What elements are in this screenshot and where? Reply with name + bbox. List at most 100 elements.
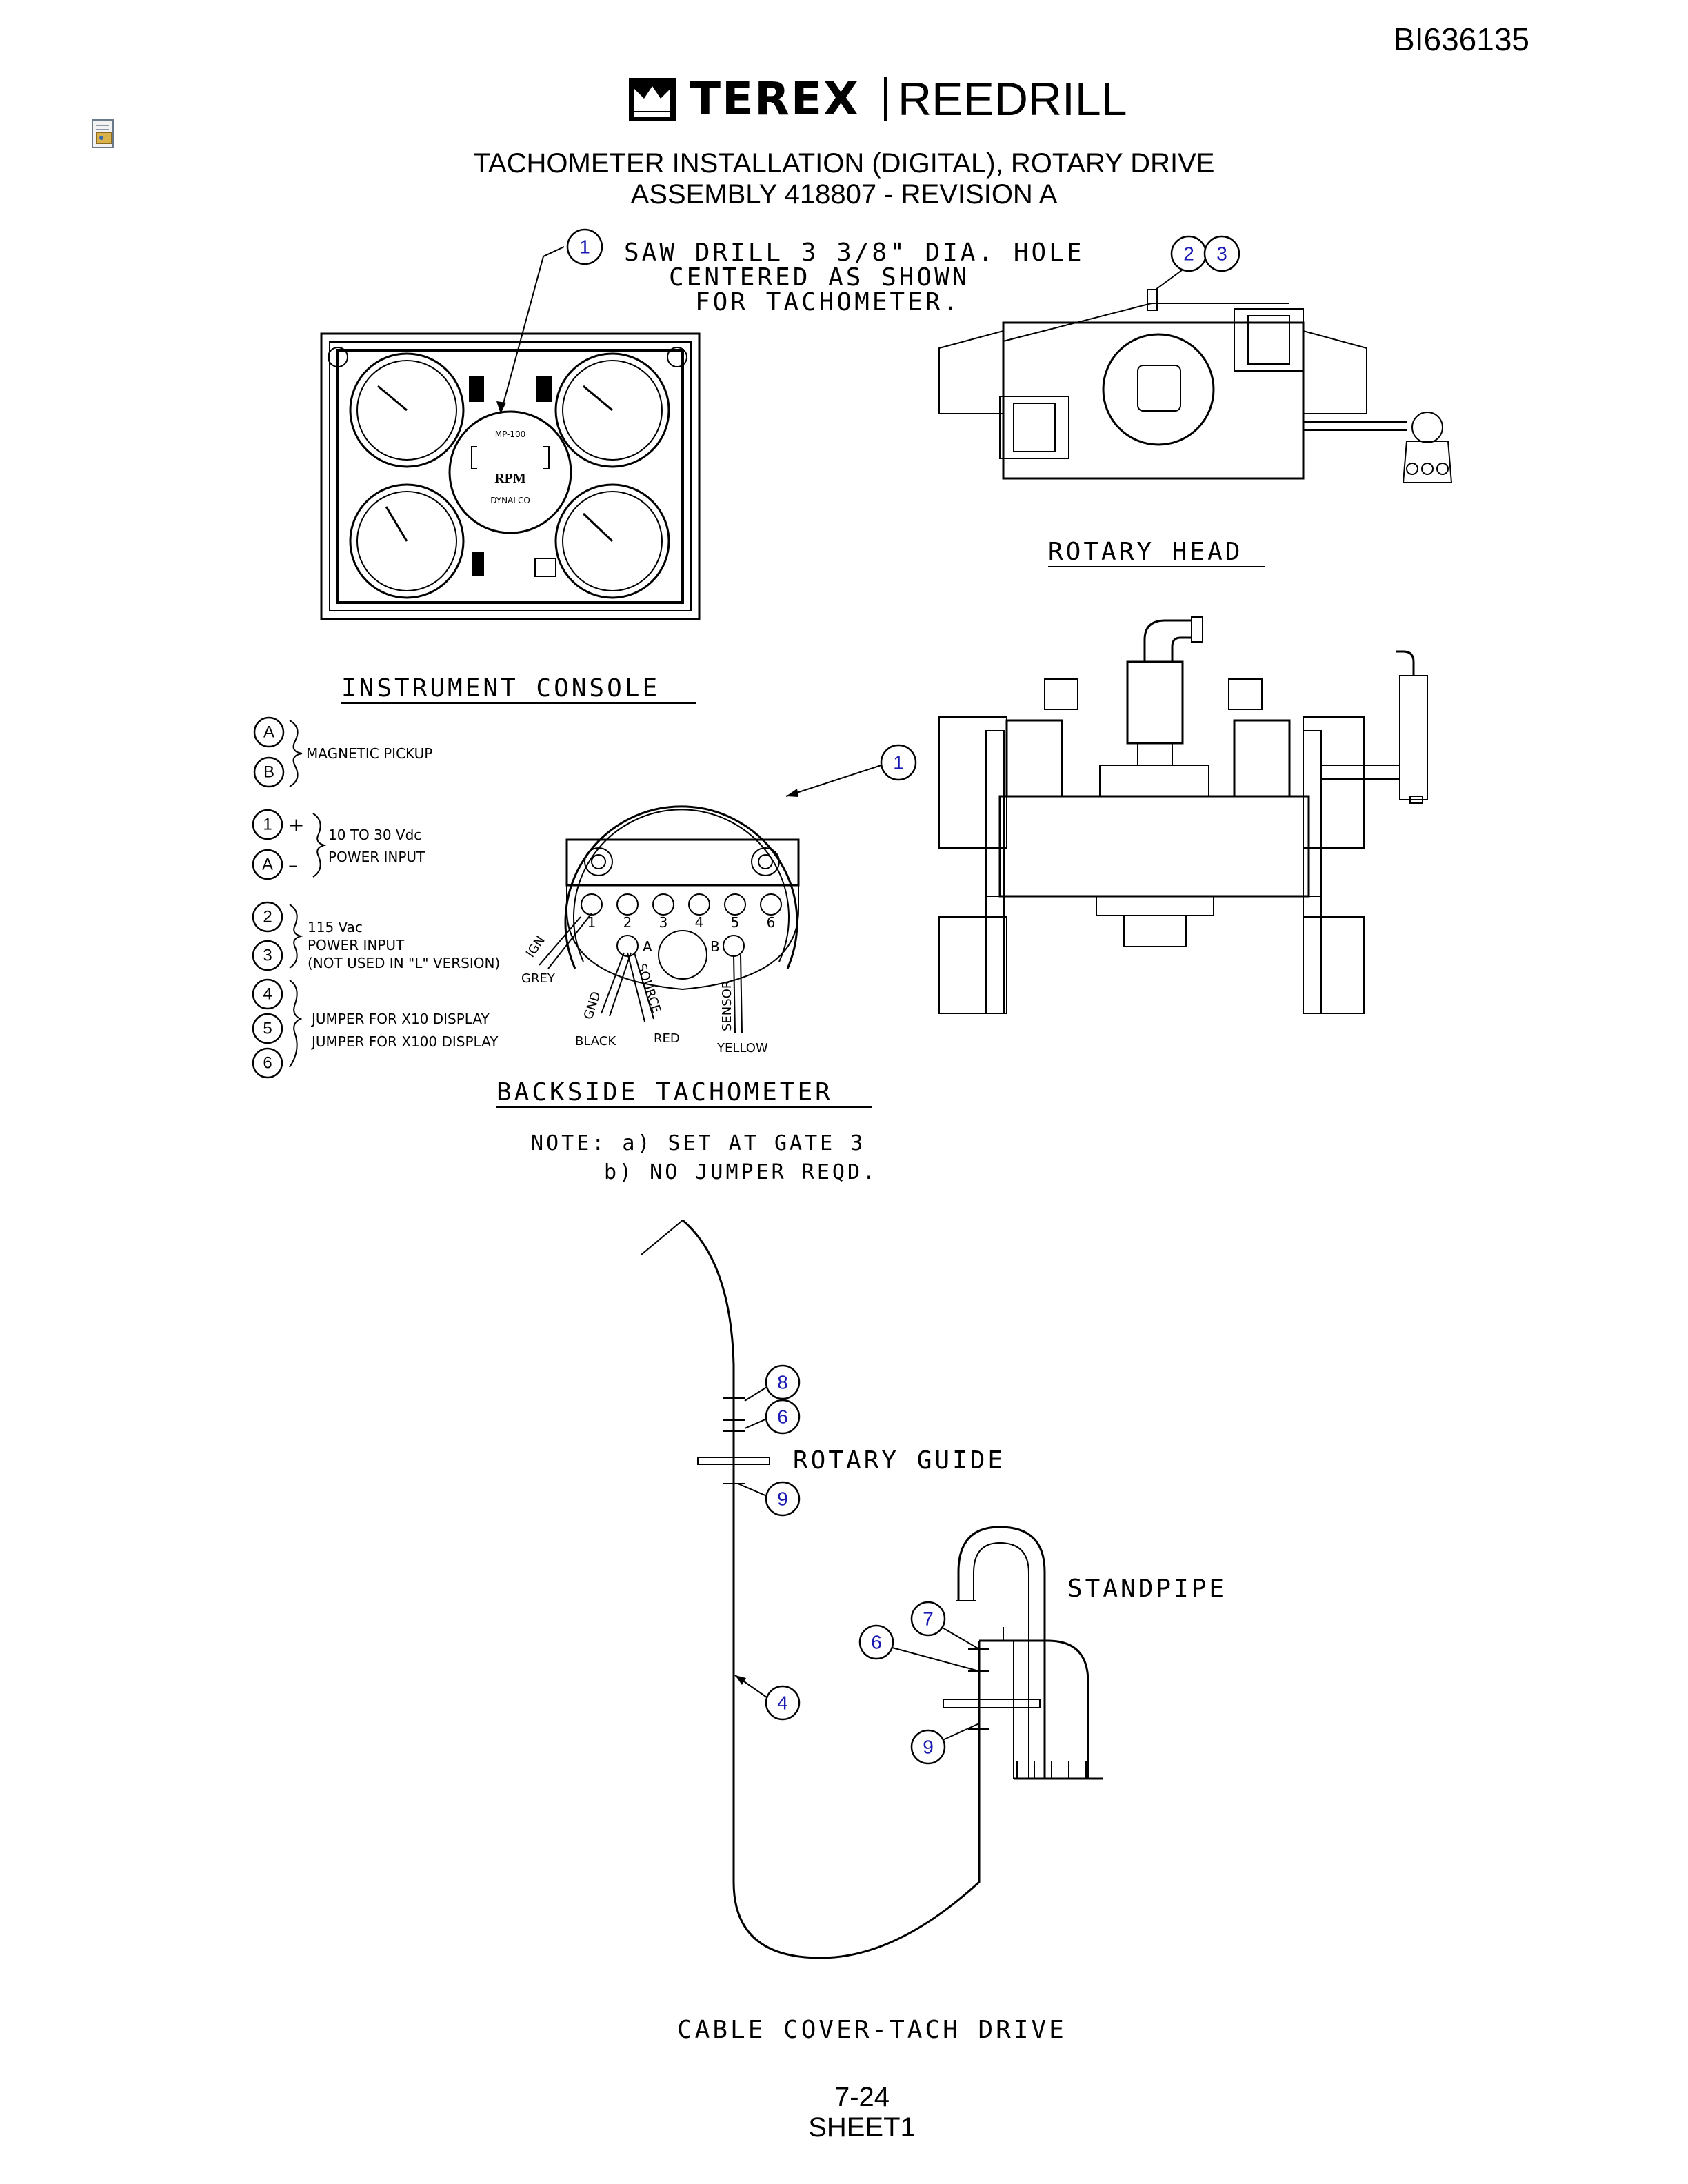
indicator-icon-2 bbox=[536, 376, 552, 402]
legend-key-5 bbox=[252, 1013, 283, 1044]
balloon-8 bbox=[765, 1364, 801, 1400]
console-note-line3: FOR TACHOMETER. bbox=[695, 288, 961, 316]
balloon-6-guide bbox=[765, 1399, 801, 1435]
wiring-legend: A B MAGNETIC PICKUP 1 + A – 10 TO 30 Vdc… bbox=[252, 716, 500, 1079]
legend-plus-sign: + bbox=[288, 813, 304, 836]
gauge-bottom-left bbox=[349, 483, 465, 599]
rotary-guide-label: ROTARY GUIDE bbox=[793, 1446, 1005, 1475]
terminal-b: B bbox=[710, 938, 720, 955]
legend-key-3-label: 3 bbox=[263, 947, 272, 965]
legend-key-3 bbox=[252, 940, 283, 971]
legend-key-a-label: A bbox=[263, 723, 274, 742]
balloon-1-tach-label: 1 bbox=[893, 752, 904, 774]
legend-jumper-x10: JUMPER FOR X10 DISPLAY bbox=[310, 1011, 490, 1027]
tach-small-label: MP-100 bbox=[495, 429, 526, 439]
balloon-9-guide bbox=[765, 1481, 801, 1517]
legend-jumper-x100: JUMPER FOR X100 DISPLAY bbox=[310, 1033, 499, 1050]
wire-color-yellow: YELLOW bbox=[716, 1041, 768, 1055]
balloon-1-tach bbox=[880, 744, 917, 781]
assembly-subtitle: ASSEMBLY 418807 - REVISION A bbox=[630, 179, 1058, 210]
wire-source-label: SOURCE bbox=[634, 962, 663, 1015]
wire-color-grey: GREY bbox=[521, 971, 556, 986]
legend-key-a2 bbox=[252, 849, 283, 880]
balloon-1-console bbox=[566, 228, 603, 265]
legend-power-input-2: POWER INPUT bbox=[308, 937, 405, 953]
tach-rpm-label: RPM bbox=[494, 471, 526, 486]
wire-gnd-label: GND bbox=[581, 990, 604, 1022]
console-note-line1: SAW DRILL 3 3/8" DIA. HOLE bbox=[624, 239, 1085, 267]
legend-key-6 bbox=[252, 1047, 283, 1079]
legend-key-5-label: 5 bbox=[263, 1020, 272, 1038]
document-id: BI636135 bbox=[1394, 21, 1529, 57]
balloon-9-standpipe-label: 9 bbox=[923, 1737, 934, 1758]
document-link-icon[interactable] bbox=[90, 119, 119, 150]
balloon-4-label: 4 bbox=[777, 1692, 788, 1714]
balloon-9-standpipe bbox=[910, 1729, 946, 1765]
terminal-2: 2 bbox=[623, 914, 632, 931]
backside-tachometer: 1 2 3 4 5 6 A B IGN GREY GND BLACK SOURC… bbox=[496, 805, 878, 1184]
instrument-console: MP-100 RPM DYNALCO SAW DRILL 3 3/8" DIA.… bbox=[320, 228, 1085, 704]
balloon-1-console-label: 1 bbox=[579, 236, 590, 258]
cable-cover-tach-drive: ROTARY GUIDE 8 6 9 4 STANDPIPE bbox=[641, 1219, 1227, 2044]
terminal-5: 5 bbox=[731, 914, 740, 931]
legend-key-6-label: 6 bbox=[263, 1054, 272, 1073]
legend-key-2-label: 2 bbox=[263, 908, 272, 927]
balloon-6-standpipe-label: 6 bbox=[871, 1632, 882, 1653]
sheet-label: SHEET1 bbox=[808, 2112, 916, 2143]
terex-crown-icon bbox=[629, 78, 676, 121]
standpipe-label: STANDPIPE bbox=[1067, 1575, 1227, 1603]
balloon-7-label: 7 bbox=[923, 1608, 934, 1630]
balloon-6-guide-label: 6 bbox=[777, 1406, 788, 1428]
balloon-3 bbox=[1203, 235, 1240, 272]
legend-10-30-vdc: 10 TO 30 Vdc bbox=[328, 827, 421, 843]
legend-power-input-1: POWER INPUT bbox=[328, 849, 425, 865]
balloon-4 bbox=[765, 1685, 801, 1721]
legend-minus-sign: – bbox=[288, 853, 298, 876]
console-note-line2: CENTERED AS SHOWN bbox=[669, 263, 969, 292]
page-number: 7-24 bbox=[834, 2082, 890, 2112]
balloon-6-standpipe bbox=[858, 1624, 894, 1660]
legend-key-2 bbox=[252, 901, 283, 933]
indicator-icon-1 bbox=[469, 376, 484, 402]
legend-key-4-label: 4 bbox=[263, 985, 272, 1004]
terminal-a: A bbox=[643, 938, 652, 955]
legend-key-1 bbox=[252, 809, 283, 840]
wire-color-red: RED bbox=[654, 1031, 680, 1046]
instrument-console-caption: INSTRUMENT CONSOLE bbox=[341, 674, 660, 702]
balloon-3-label: 3 bbox=[1216, 243, 1227, 265]
logo-reedrill-text: REEDRILL bbox=[898, 73, 1127, 125]
tach-note-line1: NOTE: a) SET AT GATE 3 bbox=[531, 1131, 865, 1155]
legend-key-b bbox=[253, 756, 285, 788]
balloon-9-guide-label: 9 bbox=[777, 1488, 788, 1510]
tach-brand-label: DYNALCO bbox=[490, 496, 530, 505]
legend-115-vac: 115 Vac bbox=[308, 919, 363, 936]
legend-key-1-label: 1 bbox=[263, 816, 272, 834]
terminal-1: 1 bbox=[587, 914, 596, 931]
indicator-icon-4 bbox=[534, 558, 556, 577]
document-title: TACHOMETER INSTALLATION (DIGITAL), ROTAR… bbox=[473, 148, 1215, 179]
logo-separator bbox=[884, 77, 887, 121]
legend-key-b-label: B bbox=[263, 763, 274, 782]
balloon-2-label: 2 bbox=[1183, 243, 1194, 265]
legend-key-a bbox=[253, 716, 285, 748]
terminal-3: 3 bbox=[659, 914, 668, 931]
balloon-7 bbox=[910, 1601, 946, 1637]
terex-reedrill-logo: TEREX REEDRILL bbox=[627, 72, 1138, 128]
balloon-8-label: 8 bbox=[777, 1372, 788, 1393]
cable-cover-caption: CABLE COVER-TACH DRIVE bbox=[677, 2016, 1067, 2044]
wire-sensor-label: SENSOR bbox=[720, 980, 734, 1031]
legend-magnetic-pickup: MAGNETIC PICKUP bbox=[306, 745, 432, 762]
rotary-head: 2 3 ROTARY HEAD bbox=[938, 235, 1453, 567]
logo-terex-text: TEREX bbox=[690, 72, 860, 125]
gauge-top-right bbox=[554, 352, 670, 468]
wire-ign-label: IGN bbox=[523, 933, 548, 960]
legend-not-used-l: (NOT USED IN "L" VERSION) bbox=[308, 955, 500, 971]
tachometer-face: MP-100 RPM DYNALCO bbox=[448, 410, 572, 534]
terminal-4: 4 bbox=[695, 914, 704, 931]
rotary-head-side-view: 1 bbox=[785, 616, 1428, 1014]
legend-key-4 bbox=[252, 978, 283, 1010]
rotary-head-caption: ROTARY HEAD bbox=[1048, 538, 1243, 566]
tach-note-line2: b) NO JUMPER REQD. bbox=[604, 1160, 878, 1184]
gauge-top-left bbox=[349, 352, 465, 468]
